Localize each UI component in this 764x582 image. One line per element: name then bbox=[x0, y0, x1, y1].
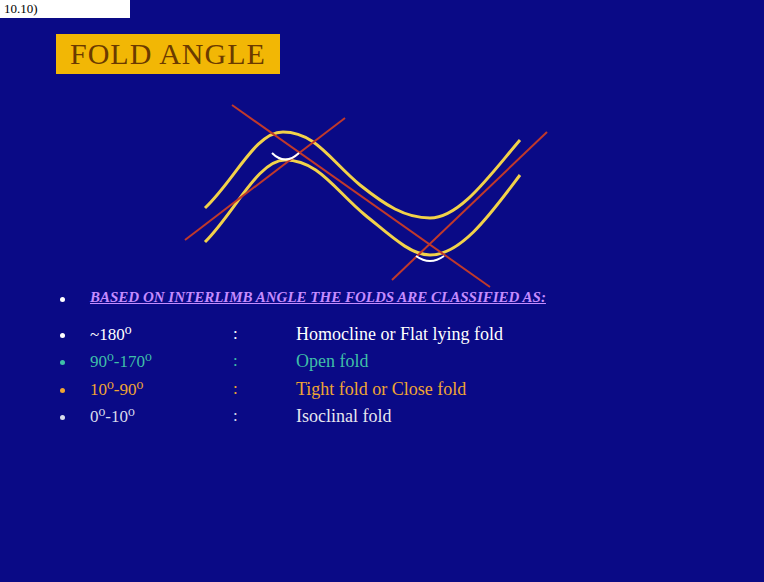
figure-number: 10.10) bbox=[4, 1, 38, 17]
bullet bbox=[60, 297, 65, 302]
fold-class: Isoclinal fold bbox=[296, 406, 391, 427]
fold-class: Tight fold or Close fold bbox=[296, 379, 466, 400]
bullet bbox=[60, 360, 65, 365]
fold-class: Homocline or Flat lying fold bbox=[296, 324, 503, 345]
heading: BASED ON INTERLIMB ANGLE THE FOLDS ARE C… bbox=[90, 289, 546, 306]
angle-range: 10⁰-90⁰ bbox=[90, 379, 143, 400]
angle-range: 0⁰-10⁰ bbox=[90, 406, 135, 427]
separator: : bbox=[233, 324, 238, 344]
angle-range: 90⁰-170⁰ bbox=[90, 351, 152, 372]
title-text: FOLD ANGLE bbox=[70, 37, 266, 71]
title-box: FOLD ANGLE bbox=[56, 34, 280, 74]
separator: : bbox=[233, 406, 238, 426]
bullet bbox=[60, 333, 65, 338]
fold-class: Open fold bbox=[296, 351, 368, 372]
bullet bbox=[60, 415, 65, 420]
separator: : bbox=[233, 379, 238, 399]
separator: : bbox=[233, 351, 238, 371]
bullet bbox=[60, 388, 65, 393]
angle-range: ~180⁰ bbox=[90, 324, 132, 345]
